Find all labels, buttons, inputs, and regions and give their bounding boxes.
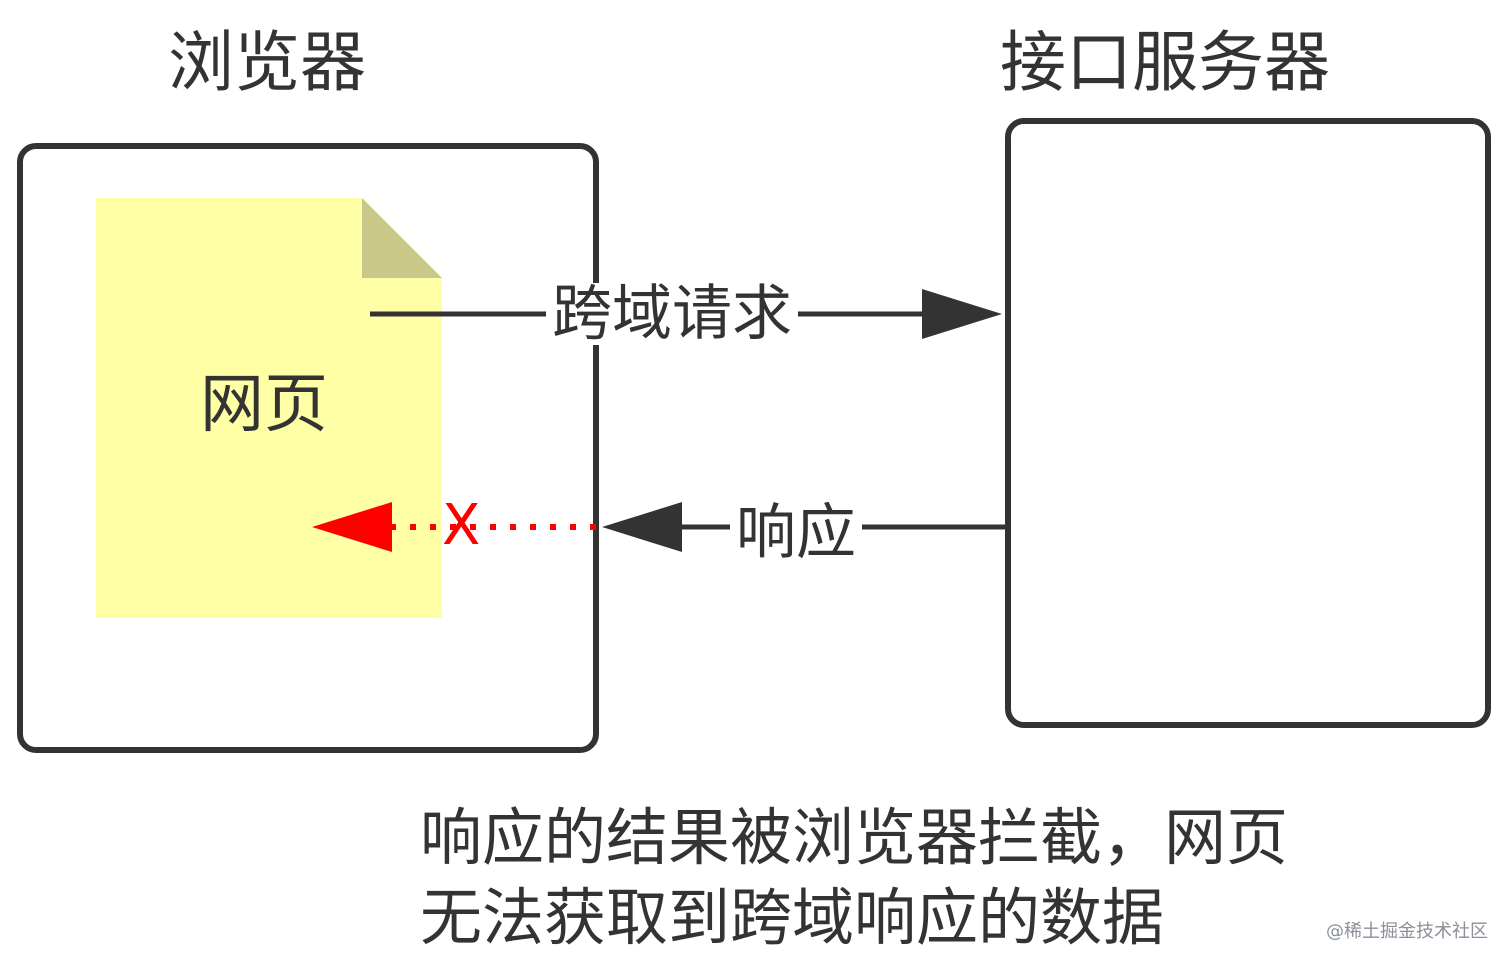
web-page-label: 网页 (200, 368, 328, 442)
browser-title: 浏览器 (168, 24, 366, 101)
response-label: 响应 (730, 502, 862, 564)
server-box (1005, 118, 1491, 728)
watermark: @稀土掘金技术社区 (1326, 921, 1488, 942)
web-page-document (96, 198, 442, 618)
server-title: 接口服务器 (1000, 24, 1330, 101)
request-label: 跨域请求 (546, 283, 798, 345)
caption-text: 响应的结果被浏览器拦截，网页无法获取到跨域响应的数据 (420, 801, 1289, 954)
blocked-response-arrow (312, 502, 596, 552)
blocked-x-icon: X (442, 493, 481, 558)
